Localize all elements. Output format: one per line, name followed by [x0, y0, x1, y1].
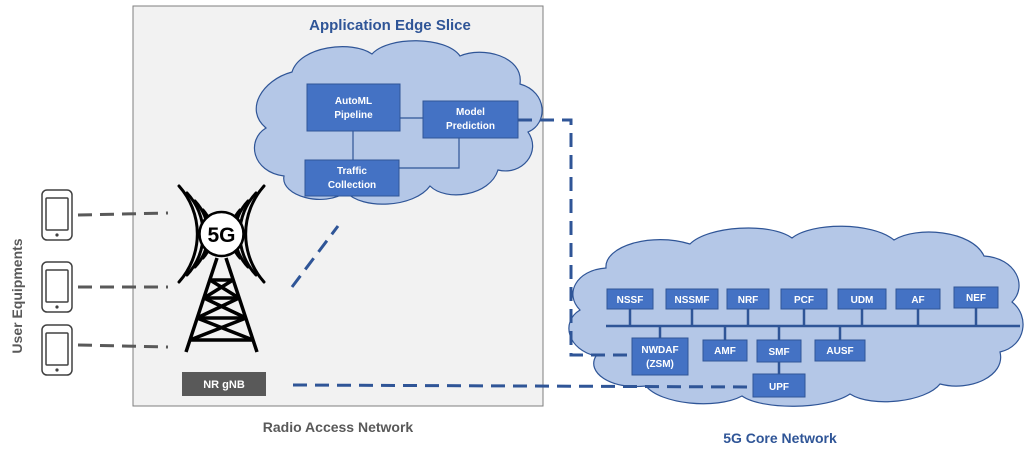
nf-nef-label: NEF — [966, 293, 986, 304]
nf-af: AF — [895, 288, 941, 310]
slice-title: Application Edge Slice — [309, 17, 471, 34]
tower-5g-logo: 5G — [207, 224, 235, 247]
smartphone-icon — [41, 261, 73, 313]
nf-nssf: NSSF — [606, 288, 654, 310]
nf-nssmf-label: NSSMF — [675, 295, 710, 306]
nf-nssf-label: NSSF — [617, 295, 644, 306]
automl-label-1: AutoML — [335, 96, 372, 107]
nf-pcf: PCF — [780, 288, 828, 310]
nr-gnb-label: NR gNB — [203, 379, 245, 391]
user-equipments-label: User Equipments — [9, 238, 25, 353]
ran-title: Radio Access Network — [263, 419, 414, 435]
nf-nrf: NRF — [726, 288, 770, 310]
model-label-1: Model — [456, 107, 485, 118]
gnb-to-slice-link — [290, 225, 340, 288]
nf-ausf: AUSF — [814, 339, 866, 362]
gnb-to-upf-link — [292, 383, 753, 389]
traffic-collection-box: Traffic Collection — [304, 159, 400, 197]
nf-udm: UDM — [837, 288, 887, 310]
core-bus — [606, 308, 1020, 374]
nf-smf-label: SMF — [768, 347, 789, 358]
nf-amf: AMF — [702, 339, 748, 362]
ue-link-1 — [77, 211, 169, 217]
nf-nwdaf-label-1: NWDAF — [641, 345, 678, 356]
automl-pipeline-box: AutoML Pipeline — [306, 83, 401, 132]
nr-gnb-box: NR gNB — [182, 372, 266, 396]
nf-nssmf: NSSMF — [665, 288, 719, 310]
nf-smf: SMF — [756, 339, 802, 363]
dashed-links — [77, 118, 753, 389]
slice-to-nwdaf-link — [518, 118, 632, 357]
nf-ausf-label: AUSF — [826, 346, 853, 357]
nf-amf-label: AMF — [714, 346, 736, 357]
nf-nrf-label: NRF — [738, 295, 759, 306]
cell-tower-5g-icon: 5G — [177, 184, 266, 353]
nf-nwdaf: NWDAF (ZSM) — [631, 337, 689, 376]
smartphone-icon — [41, 324, 73, 376]
nf-af-label: AF — [911, 295, 924, 306]
model-label-2: Prediction — [446, 121, 495, 132]
traffic-label-2: Collection — [328, 180, 376, 191]
nf-nef: NEF — [953, 286, 999, 309]
core-title: 5G Core Network — [723, 430, 837, 446]
nf-udm-label: UDM — [851, 295, 874, 306]
slice-connectors — [352, 117, 460, 169]
nf-upf: UPF — [752, 373, 806, 398]
nf-pcf-label: PCF — [794, 295, 814, 306]
model-to-traffic-line — [399, 138, 460, 169]
ue-link-3 — [77, 343, 169, 349]
traffic-label-1: Traffic — [337, 166, 367, 177]
automl-label-2: Pipeline — [334, 110, 373, 121]
nf-upf-label: UPF — [769, 382, 789, 393]
model-prediction-box: Model Prediction — [422, 100, 519, 139]
smartphone-icon — [41, 189, 73, 241]
nf-nwdaf-label-2: (ZSM) — [646, 359, 674, 370]
